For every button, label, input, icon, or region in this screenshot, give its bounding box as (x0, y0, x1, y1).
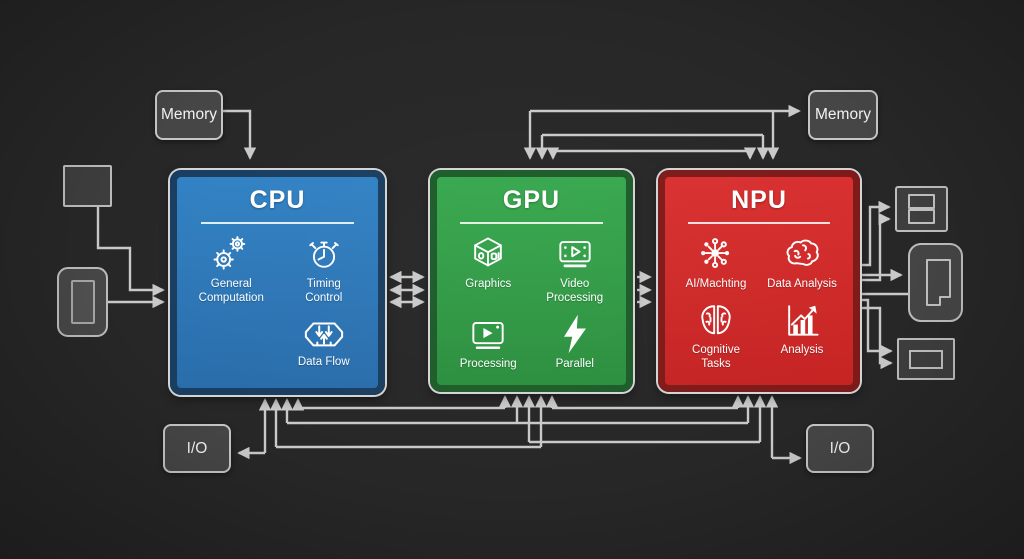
tablet-screen (926, 259, 951, 306)
device-drive-icon (897, 338, 955, 380)
bank-slot (908, 209, 935, 224)
io-label: I/O (829, 439, 851, 457)
feature-timing-control: Timing Control (278, 232, 371, 306)
stopwatch-icon (309, 241, 339, 268)
gpu-title: GPU (502, 186, 561, 214)
gears-icon (213, 236, 246, 270)
memory-box-right: Memory (808, 90, 878, 140)
gpu-block: GPU Graphics (430, 170, 633, 392)
brain-icon (786, 239, 819, 266)
video-screen-icon (559, 241, 591, 268)
title-divider (459, 222, 604, 224)
io-label: I/O (186, 439, 208, 457)
feature-parallel: Parallel (532, 312, 619, 372)
title-divider (201, 222, 354, 224)
device-phone-icon (57, 267, 108, 337)
feature-cognitive-tasks: Cognitive Tasks (673, 298, 759, 372)
drive-slot (909, 349, 943, 369)
device-chip-icon (63, 165, 112, 207)
bank-slot (908, 194, 935, 209)
split-brain-icon (701, 305, 731, 335)
neural-network-icon (701, 238, 730, 269)
media-player-icon (472, 321, 504, 349)
cpu-title: CPU (249, 186, 306, 214)
feature-graphics: Graphics (445, 232, 532, 306)
title-divider (687, 222, 831, 224)
npu-block: NPU AI/Machting Data Analysis (658, 170, 860, 392)
feature-general-computation: General Computation (185, 232, 278, 306)
wire-memoryL-cpu (223, 109, 257, 160)
lightning-icon (563, 314, 586, 353)
bar-chart-icon (788, 305, 819, 336)
npu-title: NPU (731, 186, 787, 214)
wire-npu-devR1 (862, 200, 891, 267)
feature-data-flow: Data Flow (278, 312, 371, 370)
io-box-right: I/O (806, 424, 874, 473)
device-tablet-icon (908, 243, 963, 322)
cube-icon (474, 237, 503, 267)
memory-box-left: Memory (155, 90, 223, 140)
data-flow-icon (304, 322, 343, 347)
feature-analysis: Analysis (759, 298, 845, 372)
feature-video-processing: Video Processing (532, 232, 619, 306)
feature-data-analysis: Data Analysis (759, 232, 845, 292)
memory-label: Memory (815, 106, 871, 123)
cpu-block: CPU General Computation (170, 170, 385, 395)
phone-screen (70, 280, 95, 324)
io-box-left: I/O (163, 424, 231, 473)
feature-processing: Processing (445, 312, 532, 372)
feature-ai-machine: AI/Machting (673, 232, 759, 292)
device-memory-banks-icon (895, 186, 948, 232)
memory-label: Memory (161, 106, 217, 123)
